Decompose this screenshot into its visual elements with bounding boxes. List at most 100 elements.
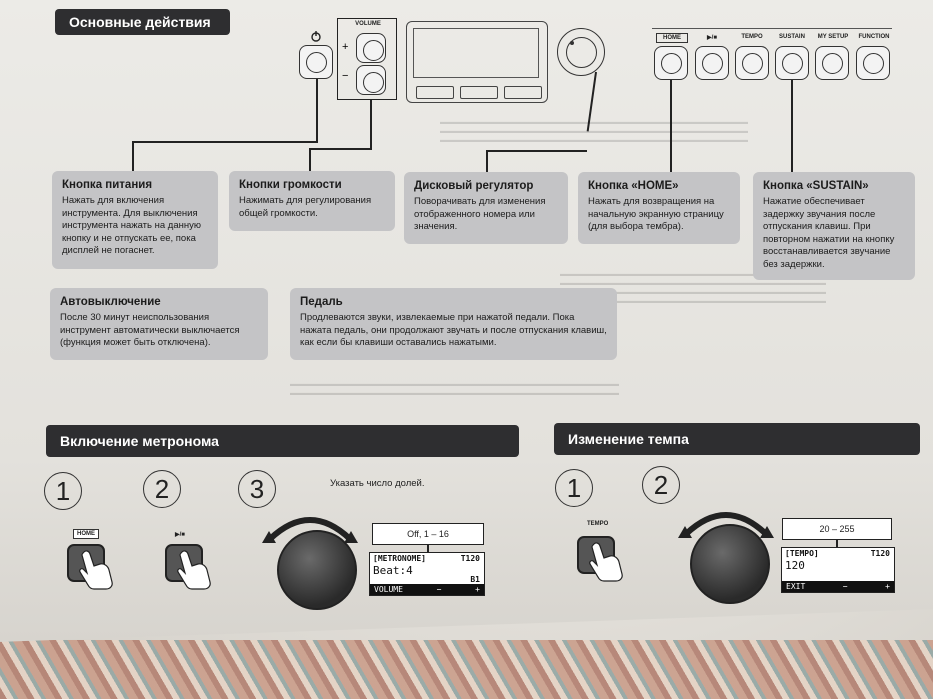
sustain-button[interactable] xyxy=(775,46,809,80)
function-key-label: FUNCTION xyxy=(858,34,890,40)
step-number: 3 xyxy=(238,470,276,508)
my-setup-button[interactable] xyxy=(815,46,849,80)
lcd-tempo: T120 xyxy=(460,554,480,563)
info-box-volume: Кнопки громкости Нажимать для регулирова… xyxy=(229,171,395,231)
rotate-arrow-icon xyxy=(262,517,358,543)
instruction-text: Указать число долей. xyxy=(330,478,425,489)
section-header-metronome: Включение метронома xyxy=(46,425,519,457)
leader-line-power xyxy=(132,141,318,143)
callout-pointer xyxy=(836,540,838,548)
softkey-minus[interactable]: − xyxy=(842,582,848,591)
info-box-home: Кнопка «HOME» Нажать для возвращения на … xyxy=(578,172,740,244)
box-title: Кнопки громкости xyxy=(239,179,342,191)
volume-down-button[interactable] xyxy=(356,65,386,95)
lcd-softkey-bar: EXIT − + xyxy=(782,581,894,592)
hand-press-icon xyxy=(588,540,628,587)
carpet-background xyxy=(0,640,933,699)
section-header-basics: Основные действия xyxy=(55,9,230,35)
power-icon xyxy=(310,29,322,47)
softkey-plus[interactable]: + xyxy=(475,585,480,594)
box-title: Дисковый регулятор xyxy=(414,180,534,192)
rotate-arrow-icon xyxy=(678,512,774,538)
box-title: Кнопка питания xyxy=(62,179,153,191)
dial-knob[interactable] xyxy=(690,524,770,604)
leader-line-dial xyxy=(486,150,587,152)
panel-top-rule xyxy=(652,28,892,29)
box-title: Кнопка «SUSTAIN» xyxy=(763,180,869,192)
step-number: 1 xyxy=(555,469,593,507)
volume-label: VOLUME xyxy=(355,21,381,27)
tempo-lcd: [TEMPO] T120 120 EXIT − + xyxy=(781,547,895,593)
leader-line-power xyxy=(316,79,318,142)
box-title: Автовыключение xyxy=(60,296,161,308)
lcd-value: 120 xyxy=(785,559,805,572)
sustain-key-label: SUSTAIN xyxy=(779,34,805,40)
value-range-callout: 20 – 255 xyxy=(782,518,892,540)
info-box-auto-off: Автовыключение После 30 минут неиспользо… xyxy=(50,288,268,360)
value-range-callout: Off, 1 – 16 xyxy=(372,523,484,545)
leader-line-sustain xyxy=(791,80,793,173)
function-button[interactable] xyxy=(856,46,890,80)
softkey-exit[interactable]: EXIT xyxy=(786,582,806,591)
section-title: Основные действия xyxy=(69,14,211,30)
leader-line-volume xyxy=(370,99,372,149)
info-box-sustain: Кнопка «SUSTAIN» Нажатие обеспечивает за… xyxy=(753,172,915,280)
function-button-3[interactable] xyxy=(504,86,542,99)
box-title: Кнопка «HOME» xyxy=(588,180,679,192)
home-button[interactable] xyxy=(654,46,688,80)
tempo-key-label: TEMPO xyxy=(587,521,609,527)
function-button-2[interactable] xyxy=(460,86,498,99)
leader-line-home xyxy=(670,80,672,172)
info-box-power: Кнопка питания Нажать для включения инст… xyxy=(52,171,218,269)
leader-line-volume xyxy=(309,148,372,150)
play-stop-key-label: ▶/■ xyxy=(707,35,717,41)
box-title: Педаль xyxy=(300,296,343,308)
callout-pointer xyxy=(427,545,429,553)
metronome-lcd: [METRONOME] T120 Beat:4 B1 VOLUME − + xyxy=(369,552,485,596)
info-box-pedal: Педаль Продлеваются звуки, извлекаемые п… xyxy=(290,288,617,360)
leader-line-power xyxy=(132,141,134,171)
bleed-through-text: ▬▬▬▬▬▬▬▬▬▬▬▬▬▬▬▬▬▬▬▬▬▬▬▬▬▬▬▬▬▬▬▬▬▬▬▬▬▬▬▬… xyxy=(290,381,619,397)
dial-knob[interactable] xyxy=(557,28,605,76)
step-number: 2 xyxy=(642,466,680,504)
softkey-volume[interactable]: VOLUME xyxy=(374,585,403,594)
box-body: Нажать для включения инструмента. Для вы… xyxy=(62,195,201,256)
hand-press-icon xyxy=(176,548,216,595)
tempo-key-label: TEMPO xyxy=(741,34,763,40)
play-stop-button[interactable] xyxy=(695,46,729,80)
bleed-through-text: ▬▬▬▬▬▬▬▬▬▬▬▬▬▬▬▬▬▬▬▬▬▬▬▬▬▬▬▬▬▬▬▬▬▬▬▬▬▬▬▬… xyxy=(560,271,826,305)
volume-plus-sign: + xyxy=(342,41,349,53)
home-key-label: HOME xyxy=(656,33,688,43)
section-title: Изменение темпа xyxy=(568,431,689,447)
lcd-tempo: T120 xyxy=(870,549,890,558)
home-key-label: HOME xyxy=(73,529,99,539)
bleed-through-text: ▬▬▬▬▬▬▬▬▬▬▬▬▬▬▬▬▬▬▬▬▬▬▬▬▬▬▬▬▬▬▬▬▬▬▬▬▬▬▬▬… xyxy=(440,119,748,144)
volume-group xyxy=(337,18,397,100)
function-button-1[interactable] xyxy=(416,86,454,99)
section-header-tempo: Изменение темпа xyxy=(554,423,920,455)
play-stop-key-label: ▶/■ xyxy=(175,532,185,538)
softkey-plus[interactable]: + xyxy=(885,582,890,591)
info-box-dial: Дисковый регулятор Поворачивать для изме… xyxy=(404,172,568,244)
leader-line-dial xyxy=(486,150,488,172)
box-body: Нажимать для регулирования общей громкос… xyxy=(239,195,372,219)
section-title: Включение метронома xyxy=(60,433,219,449)
lcd-sub: B1 xyxy=(470,575,480,584)
lcd-value: Beat:4 xyxy=(373,564,413,577)
hand-press-icon xyxy=(78,548,118,595)
volume-up-button[interactable] xyxy=(356,33,386,63)
box-body: Поворачивать для изменения отображенного… xyxy=(414,196,546,232)
step-number: 2 xyxy=(143,470,181,508)
lcd-screen xyxy=(413,28,539,78)
softkey-minus[interactable]: − xyxy=(436,585,442,594)
box-body: Нажатие обеспечивает задержку звучания п… xyxy=(763,196,895,270)
tempo-button[interactable] xyxy=(735,46,769,80)
box-body: Продлеваются звуки, извлекаемые при нажа… xyxy=(300,312,607,348)
lcd-header: [TEMPO] xyxy=(785,549,819,558)
dial-knob[interactable] xyxy=(277,530,357,610)
leader-line-volume xyxy=(309,148,311,172)
step-number: 1 xyxy=(44,472,82,510)
power-button[interactable] xyxy=(299,45,333,79)
volume-minus-sign: − xyxy=(342,70,349,82)
